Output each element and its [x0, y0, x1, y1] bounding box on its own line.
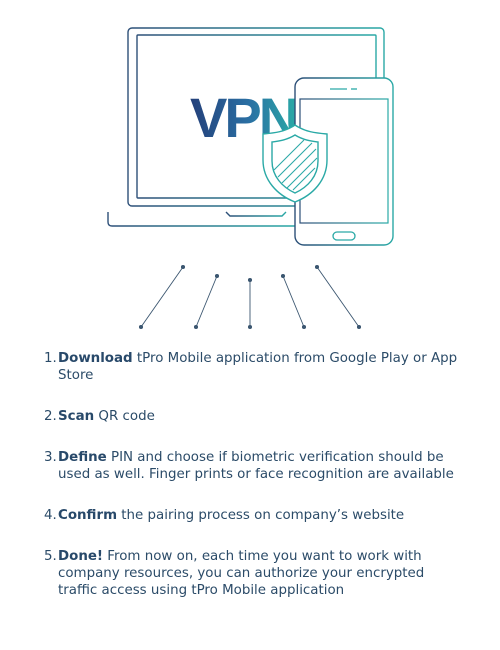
step-number: 1. [44, 351, 57, 366]
shield-icon [262, 124, 328, 203]
laptop-icon [107, 27, 385, 227]
step-scan: 2. Scan QR code [44, 408, 464, 425]
step-number: 3. [44, 450, 57, 465]
step-number: 5. [44, 549, 57, 564]
step-number: 4. [44, 508, 57, 523]
connection-lines [138, 264, 362, 330]
step-number: 2. [44, 409, 57, 424]
step-keyword: Download [58, 351, 133, 366]
instruction-steps: 1. Download tPro Mobile application from… [44, 350, 464, 623]
step-keyword: Define [58, 450, 107, 465]
step-done: 5. Done! From now on, each time you want… [44, 548, 464, 599]
smartphone-icon [294, 77, 394, 246]
step-keyword: Done! [58, 549, 104, 564]
step-keyword: Confirm [58, 508, 118, 523]
step-text: tPro Mobile application from Google Play… [58, 351, 458, 383]
step-text: QR code [94, 409, 155, 424]
step-define: 3. Define PIN and choose if biometric ve… [44, 449, 464, 483]
step-keyword: Scan [58, 409, 95, 424]
step-download: 1. Download tPro Mobile application from… [44, 350, 464, 384]
step-text: the pairing process on company’s website [117, 508, 405, 523]
step-text: PIN and choose if biometric verification… [58, 450, 454, 482]
step-text: From now on, each time you want to work … [58, 549, 425, 598]
step-confirm: 4. Confirm the pairing process on compan… [44, 507, 464, 524]
vpn-illustration: VPN [107, 27, 394, 330]
